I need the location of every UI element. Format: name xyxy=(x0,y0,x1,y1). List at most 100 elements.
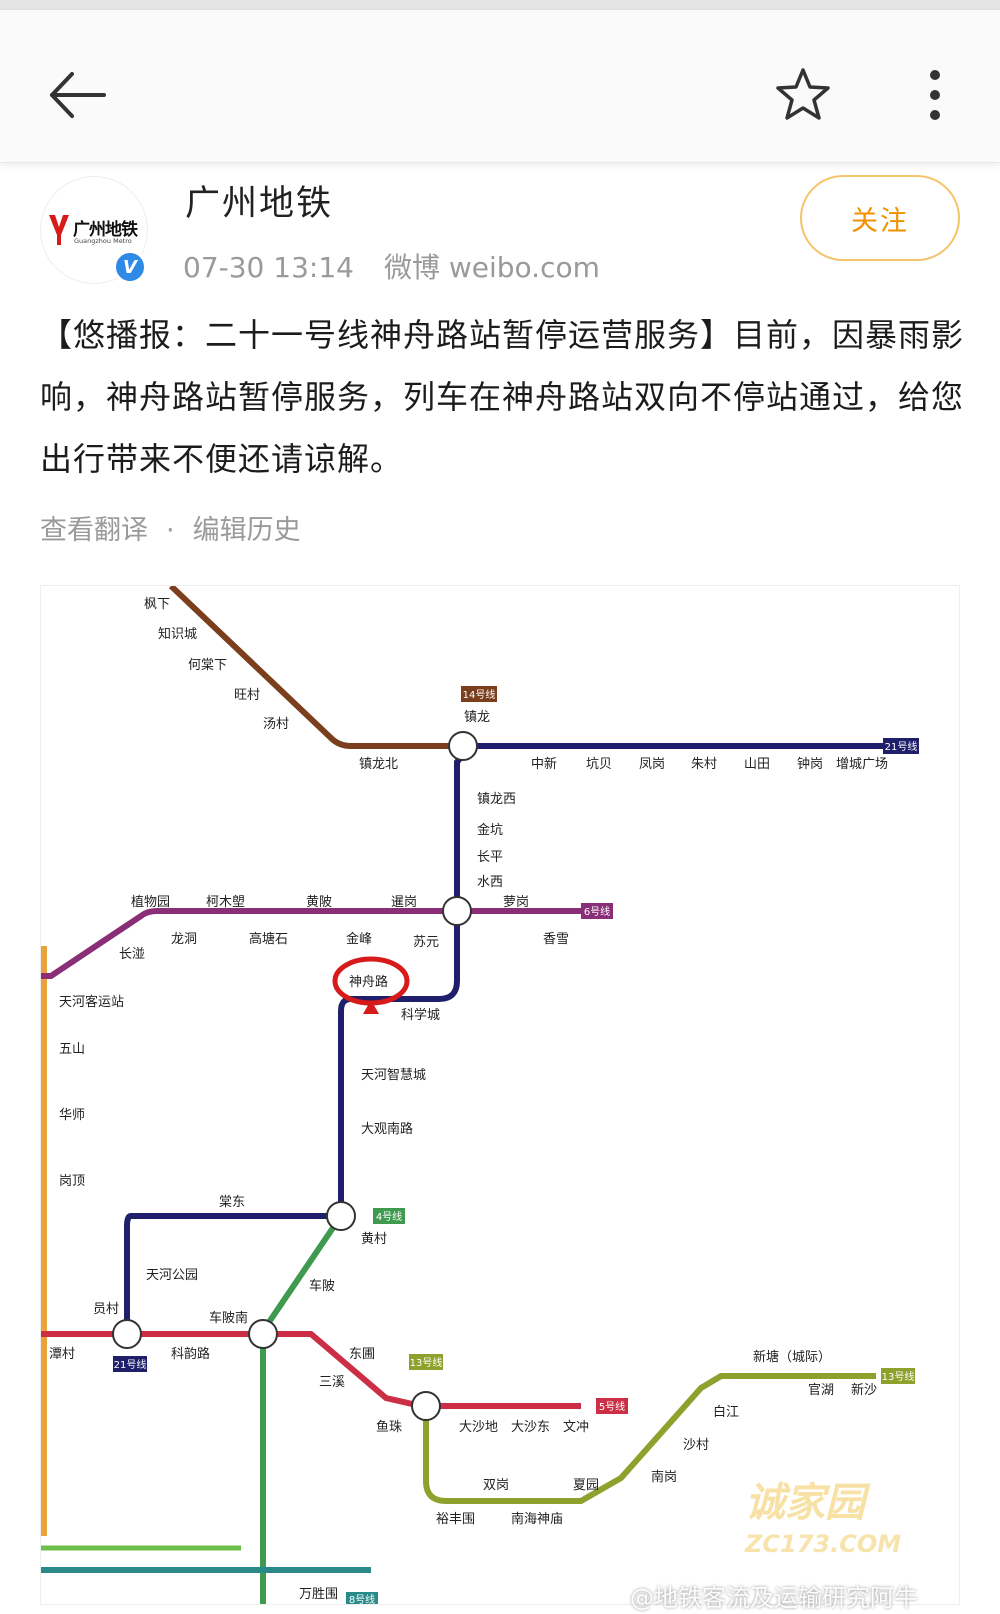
watermark-domain: ZC173.COM xyxy=(745,1530,902,1558)
app-bar xyxy=(0,10,1000,163)
line14-path xyxy=(168,586,453,749)
station-wenchong: 文冲 xyxy=(563,1420,589,1435)
station-tianhezhihuicheng: 天河智慧城 xyxy=(361,1067,426,1083)
arrow-left-icon xyxy=(50,72,106,118)
line5-path xyxy=(41,1331,581,1409)
back-button[interactable] xyxy=(40,60,110,130)
station-tianhegongyuan: 天河公园 xyxy=(146,1268,198,1283)
station-kengbei: 坑贝 xyxy=(586,757,612,772)
avatar-brand-cn: 广州地铁 xyxy=(73,220,138,240)
line21-path xyxy=(124,743,886,1338)
station-xintang: 新塘（城际） xyxy=(753,1349,831,1365)
link-separator: · xyxy=(166,515,175,546)
station-wangcun: 旺村 xyxy=(234,688,260,703)
station-tangdong: 棠东 xyxy=(219,1195,245,1210)
metro-map: 14号线 21号线 6号线 4号线 13号线 5号线 21号线 13号线 8号线… xyxy=(41,586,919,1604)
station-gaotangshi: 高塘石 xyxy=(249,931,288,947)
station-huangcun: 黄村 xyxy=(361,1232,387,1247)
station-xiayuan: 夏园 xyxy=(573,1478,599,1493)
station-dashadong: 大沙东 xyxy=(511,1420,550,1435)
zhenlong-interchange xyxy=(448,731,478,761)
station-chebei: 车陂 xyxy=(309,1278,335,1294)
chebeinan-interchange xyxy=(248,1319,278,1349)
station-zhenlong: 镇龙 xyxy=(464,710,490,725)
station-dashadi: 大沙地 xyxy=(459,1420,498,1435)
station-keyunlu: 科韵路 xyxy=(171,1346,210,1362)
station-fenggang: 凤岗 xyxy=(639,757,665,772)
station-kexuecheng: 科学城 xyxy=(401,1007,440,1023)
badge-line6: 6号线 xyxy=(584,905,610,918)
station-zhenlongbei: 镇龙北 xyxy=(359,757,398,772)
station-suyuan: 苏元 xyxy=(413,934,439,950)
station-fengxia: 枫下 xyxy=(144,597,170,612)
station-tancun: 潭村 xyxy=(49,1347,75,1362)
station-jinfeng: 金峰 xyxy=(346,931,372,947)
station-sanxi: 三溪 xyxy=(319,1375,345,1390)
station-yufengwei: 裕丰围 xyxy=(436,1512,475,1527)
favorite-button[interactable] xyxy=(768,60,838,130)
badge-line14: 14号线 xyxy=(463,688,496,701)
post-source: 微博 weibo.com xyxy=(383,251,600,284)
station-shuanggang: 双岗 xyxy=(483,1478,509,1493)
huangcun-interchange xyxy=(326,1201,356,1231)
station-daguannanlu: 大观南路 xyxy=(361,1121,413,1137)
avatar-brand-en: Guangzhou Metro xyxy=(74,237,132,245)
station-changban: 长湴 xyxy=(119,947,145,962)
station-changping: 长平 xyxy=(477,850,503,865)
watermark-brand: 诚家园 xyxy=(745,1480,865,1526)
station-zhenlongxi: 镇龙西 xyxy=(477,792,516,807)
badge-line13: 13号线 xyxy=(410,1356,443,1369)
station-luogang: 萝岗 xyxy=(503,895,529,910)
station-zhishicheng: 知识城 xyxy=(158,626,197,642)
station-wushan: 五山 xyxy=(59,1042,85,1057)
star-outline-icon xyxy=(776,68,830,120)
station-shenzhoulu: 神舟路 xyxy=(349,974,388,990)
station-shantian: 山田 xyxy=(744,757,770,772)
station-zhiwuyuan: 植物园 xyxy=(131,895,170,910)
post-timestamp: 07-30 13:14 xyxy=(183,251,354,284)
station-nangang: 南岗 xyxy=(651,1469,677,1485)
station-zhongxin: 中新 xyxy=(531,756,557,772)
station-hetangxia: 何棠下 xyxy=(188,657,227,673)
follow-button[interactable]: 关注 xyxy=(800,175,960,261)
more-button[interactable] xyxy=(900,60,970,130)
badge-line21b: 21号线 xyxy=(114,1358,147,1371)
station-dongpu: 东圃 xyxy=(349,1347,375,1362)
station-huashi: 华师 xyxy=(59,1108,85,1123)
station-nanhaishenmiao: 南海神庙 xyxy=(511,1511,563,1527)
line4-path xyxy=(260,1214,344,1604)
translate-link[interactable]: 查看翻译 xyxy=(40,515,148,546)
station-gangding: 岗顶 xyxy=(59,1174,85,1189)
station-baijiang: 白江 xyxy=(713,1404,739,1420)
station-tangcun: 汤村 xyxy=(263,717,289,732)
station-longdong: 龙洞 xyxy=(171,932,197,947)
post-meta: 07-30 13:14 微博 weibo.com xyxy=(183,246,630,286)
line6-path xyxy=(41,908,586,979)
metro-logo-icon xyxy=(49,215,69,245)
station-guanhu: 官湖 xyxy=(808,1382,834,1398)
station-zhonggang: 钟岗 xyxy=(797,756,823,772)
metro-map-image[interactable]: 14号线 21号线 6号线 4号线 13号线 5号线 21号线 13号线 8号线… xyxy=(40,585,960,1605)
station-tianhekeyunzhan: 天河客运站 xyxy=(59,994,124,1010)
station-yuancun: 员村 xyxy=(93,1302,119,1317)
verified-badge: V xyxy=(113,250,147,284)
station-chebeinan: 车陂南 xyxy=(209,1310,248,1326)
station-shacun: 沙村 xyxy=(683,1438,709,1453)
station-zengchengguangchang: 增城广场 xyxy=(836,757,888,772)
suyuan-interchange xyxy=(442,896,472,926)
station-jinkeng: 金坑 xyxy=(477,822,503,838)
edit-history-link[interactable]: 编辑历史 xyxy=(192,515,301,546)
badge-line21: 21号线 xyxy=(885,740,918,753)
post-links: 查看翻译 · 编辑历史 xyxy=(40,508,301,547)
line13-path xyxy=(423,1373,876,1504)
station-zhucun: 朱村 xyxy=(691,757,717,772)
yuancun-interchange xyxy=(112,1319,142,1349)
station-xiangxue: 香雪 xyxy=(543,932,569,947)
station-xinsha: 新沙 xyxy=(851,1382,877,1398)
station-huangbei: 黄陂 xyxy=(306,894,332,910)
station-yuzhu: 鱼珠 xyxy=(376,1419,402,1435)
shenzhoulu-pointer-icon xyxy=(363,1000,379,1014)
image-credit: @地铁客流及运输研究阿牛 xyxy=(630,1584,918,1612)
account-name[interactable]: 广州地铁 xyxy=(185,184,334,224)
yuzhu-interchange xyxy=(411,1391,441,1421)
